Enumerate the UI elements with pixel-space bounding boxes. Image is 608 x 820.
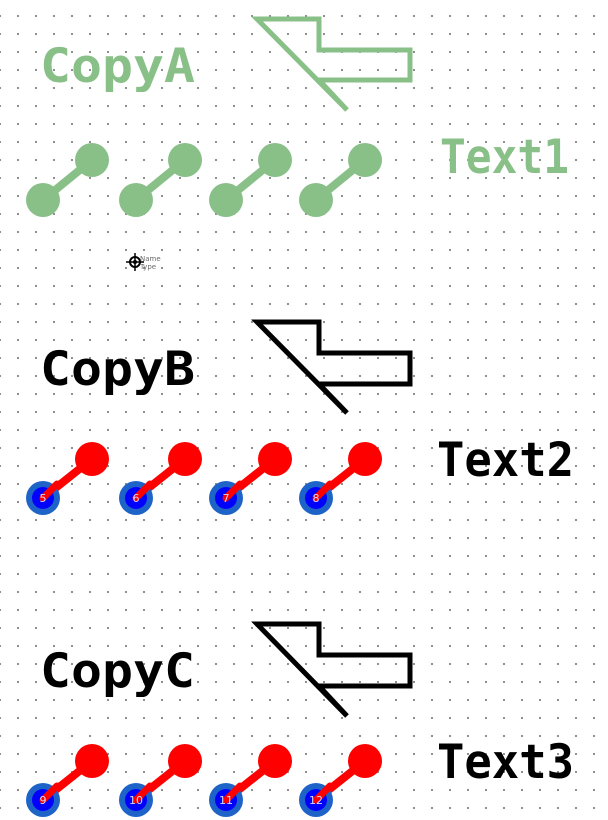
trace-stub [132, 480, 154, 502]
top-pad[interactable] [348, 442, 382, 476]
component-group-copyc[interactable]: CopyC Text3 9 10 11 12 [26, 621, 574, 817]
pad-pair[interactable]: 9 [26, 744, 109, 817]
pad-pair[interactable]: 8 [299, 442, 382, 515]
pad-number-label: 11 [219, 794, 233, 807]
top-pad[interactable] [168, 744, 202, 778]
pad-pair[interactable] [209, 143, 292, 217]
component-title-label[interactable]: CopyB [40, 342, 195, 397]
pad-number-label: 5 [40, 492, 47, 505]
bottom-pad[interactable] [26, 183, 60, 217]
pad-pair-row: 5 6 7 8 [26, 442, 382, 515]
pad-pair-row [26, 143, 382, 217]
bottom-pad[interactable] [209, 183, 243, 217]
pad-pair[interactable] [26, 143, 109, 217]
side-text-label[interactable]: Text2 [437, 433, 574, 488]
pad-pair[interactable]: 10 [119, 744, 202, 817]
top-pad[interactable] [75, 442, 109, 476]
trace-stub [39, 782, 61, 804]
top-pad[interactable] [348, 744, 382, 778]
pad-pair[interactable] [119, 143, 202, 217]
pad-pair[interactable] [299, 143, 382, 217]
silkscreen-arrow-outline[interactable] [251, 319, 413, 415]
top-pad[interactable] [258, 143, 292, 177]
pad-pair[interactable]: 11 [209, 744, 292, 817]
origin-type-tag: Type [139, 263, 156, 271]
pad-number-label: 12 [309, 794, 323, 807]
trace-stub [39, 480, 61, 502]
pad-pair-row: 9 10 11 12 [26, 744, 382, 817]
component-group-copyb[interactable]: CopyB Text2 5 6 7 8 [26, 319, 574, 515]
top-pad[interactable] [348, 143, 382, 177]
silkscreen-arrow-outline[interactable] [251, 621, 413, 718]
bottom-pad[interactable] [299, 183, 333, 217]
trace-stub [312, 782, 334, 804]
top-pad[interactable] [168, 143, 202, 177]
bottom-pad[interactable] [119, 183, 153, 217]
pad-pair[interactable]: 6 [119, 442, 202, 515]
top-pad[interactable] [258, 744, 292, 778]
crosshair-origin-icon [126, 253, 144, 271]
pad-number-label: 10 [129, 794, 143, 807]
pad-pair[interactable]: 12 [299, 744, 382, 817]
top-pad[interactable] [75, 744, 109, 778]
origin-name-tag: Name [140, 255, 161, 263]
pad-number-label: 7 [223, 492, 230, 505]
trace-stub [312, 480, 334, 502]
trace-stub [222, 782, 244, 804]
top-pad[interactable] [168, 442, 202, 476]
pad-pair[interactable]: 5 [26, 442, 109, 515]
pad-pair[interactable]: 7 [209, 442, 292, 515]
pad-number-label: 6 [133, 492, 140, 505]
silkscreen-arrow-outline[interactable] [251, 16, 413, 112]
top-pad[interactable] [258, 442, 292, 476]
side-text-label[interactable]: Text3 [437, 735, 574, 790]
side-text-label[interactable]: Text1 [440, 130, 569, 185]
component-group-copya[interactable]: CopyA Text1 [26, 16, 569, 217]
component-title-label[interactable]: CopyC [40, 644, 195, 699]
pad-number-label: 8 [313, 492, 320, 505]
trace-stub [222, 480, 244, 502]
origin-marker[interactable]: Name Type [126, 253, 161, 271]
pad-number-label: 9 [40, 794, 47, 807]
trace-stub [132, 782, 154, 804]
component-title-label[interactable]: CopyA [40, 39, 195, 94]
top-pad[interactable] [75, 143, 109, 177]
